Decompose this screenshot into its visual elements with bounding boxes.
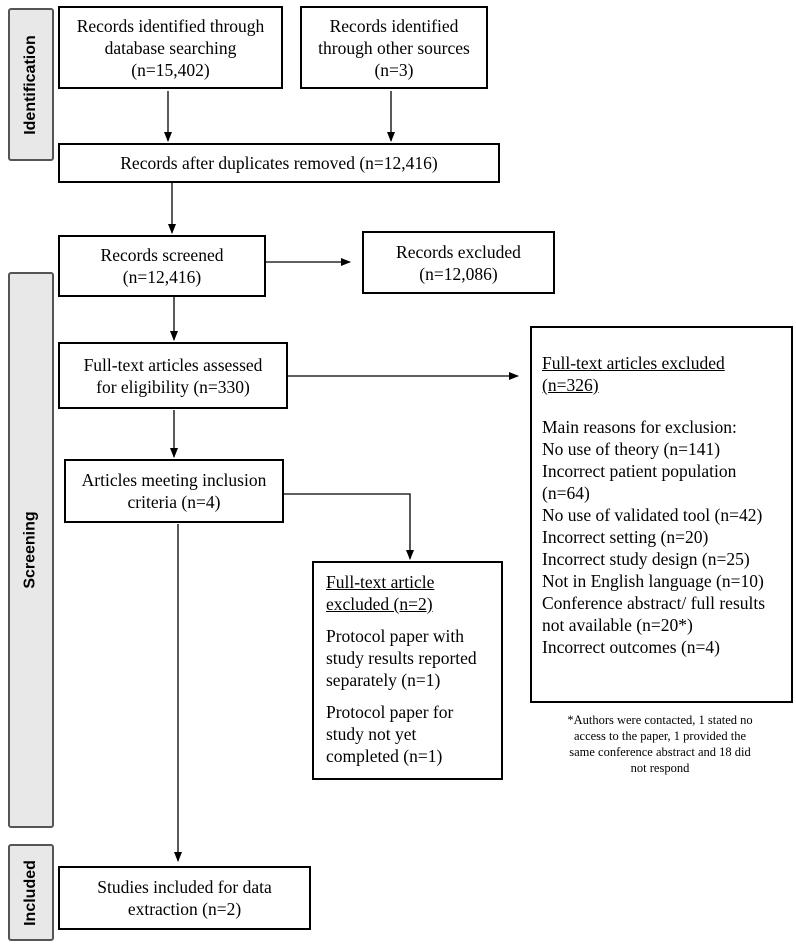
full-text-assessed-line-2: for eligibility (n=330) (96, 376, 250, 397)
reason-1-line-1: Protocol paper with (326, 626, 465, 646)
reason-2-line-1: Protocol paper for (326, 702, 454, 722)
excluded-2-title-line-1: Full-text article (326, 572, 435, 592)
reason-line: Incorrect patient population (542, 461, 737, 481)
db-search-line-3: (n=15,402) (131, 59, 210, 80)
excluded-326-title-line-1: Full-text articles excluded (542, 353, 725, 373)
other-sources-line-3: (n=3) (374, 59, 414, 80)
duplicates-removed-text: Records after duplicates removed (n=12,4… (120, 153, 438, 173)
reason-1-line-2: study results reported (326, 648, 477, 668)
reason-line: (n=64) (542, 483, 590, 503)
excluded-326-reasons: Main reasons for exclusion: No use of th… (542, 416, 785, 658)
box-records-screened: Records screened (n=12,416) (58, 235, 266, 297)
reason-line: Not in English language (n=10) (542, 571, 764, 591)
meeting-criteria-line-1: Articles meeting inclusion (81, 470, 267, 490)
excluded-line-2: (n=12,086) (419, 263, 498, 284)
other-sources-line-1: Records identified (329, 15, 459, 36)
excluded-2-title: Full-text article excluded (n=2) (326, 571, 491, 615)
excluded-2-reason-1: Protocol paper with study results report… (326, 625, 491, 691)
reason-2-line-3: completed (n=1) (326, 746, 443, 766)
reason-line: Conference abstract/ full results (542, 593, 766, 613)
meeting-criteria-line-2: criteria (n=4) (127, 492, 221, 512)
reason-1-line-3: separately (n=1) (326, 670, 441, 690)
stage-screening: Screening (8, 272, 54, 828)
excluded-326-title: Full-text articles excluded (n=326) (542, 352, 785, 396)
footnote-line-4: not respond (630, 761, 690, 775)
stage-included: Included (8, 844, 54, 941)
footnote: *Authors were contacted, 1 stated no acc… (528, 712, 792, 776)
screened-line-1: Records screened (100, 245, 224, 265)
reason-line: not available (n=20*) (542, 615, 693, 635)
reason-2-line-2: study not yet (326, 724, 417, 744)
box-studies-included: Studies included for data extraction (n=… (58, 866, 311, 930)
box-full-text-excluded-2: Full-text article excluded (n=2) Protoco… (312, 561, 503, 780)
box-full-text-assessed: Full-text articles assessed for eligibil… (58, 342, 288, 409)
full-text-assessed-line-1: Full-text articles assessed (83, 354, 263, 375)
box-database-search: Records identified through database sear… (58, 6, 283, 89)
arrow-criteria-to-excluded2 (284, 493, 414, 560)
excluded-2-reason-2: Protocol paper for study not yet complet… (326, 701, 491, 767)
reason-line: Incorrect study design (n=25) (542, 549, 750, 569)
box-duplicates-removed: Records after duplicates removed (n=12,4… (58, 143, 500, 183)
reason-line: Incorrect setting (n=20) (542, 527, 709, 547)
box-records-excluded: Records excluded (n=12,086) (362, 231, 555, 294)
reason-line: No use of validated tool (n=42) (542, 505, 763, 525)
db-search-line-2: database searching (104, 37, 237, 58)
other-sources-line-2: through other sources (318, 37, 470, 58)
included-line-1: Studies included for data (97, 877, 272, 897)
footnote-line-1: *Authors were contacted, 1 stated no (567, 713, 753, 727)
excluded-2-title-line-2: excluded (n=2) (326, 594, 433, 614)
reason-line: Main reasons for exclusion: (542, 417, 737, 437)
stage-identification: Identification (8, 8, 54, 161)
included-line-2: extraction (n=2) (127, 899, 242, 919)
screened-line-2: (n=12,416) (122, 267, 202, 287)
excluded-326-title-line-2: (n=326) (542, 375, 599, 395)
footnote-line-2: access to the paper, 1 provided the (573, 729, 746, 743)
footnote-line-3: same conference abstract and 18 did (569, 745, 751, 759)
reason-line: No use of theory (n=141) (542, 439, 721, 459)
box-other-sources: Records identified through other sources… (300, 6, 488, 89)
box-full-text-excluded-326: Full-text articles excluded (n=326) Main… (530, 326, 793, 703)
db-search-line-1: Records identified through (76, 15, 265, 36)
excluded-line-1: Records excluded (396, 241, 521, 262)
reason-line: Incorrect outcomes (n=4) (542, 637, 720, 657)
box-meeting-criteria: Articles meeting inclusion criteria (n=4… (64, 459, 284, 523)
